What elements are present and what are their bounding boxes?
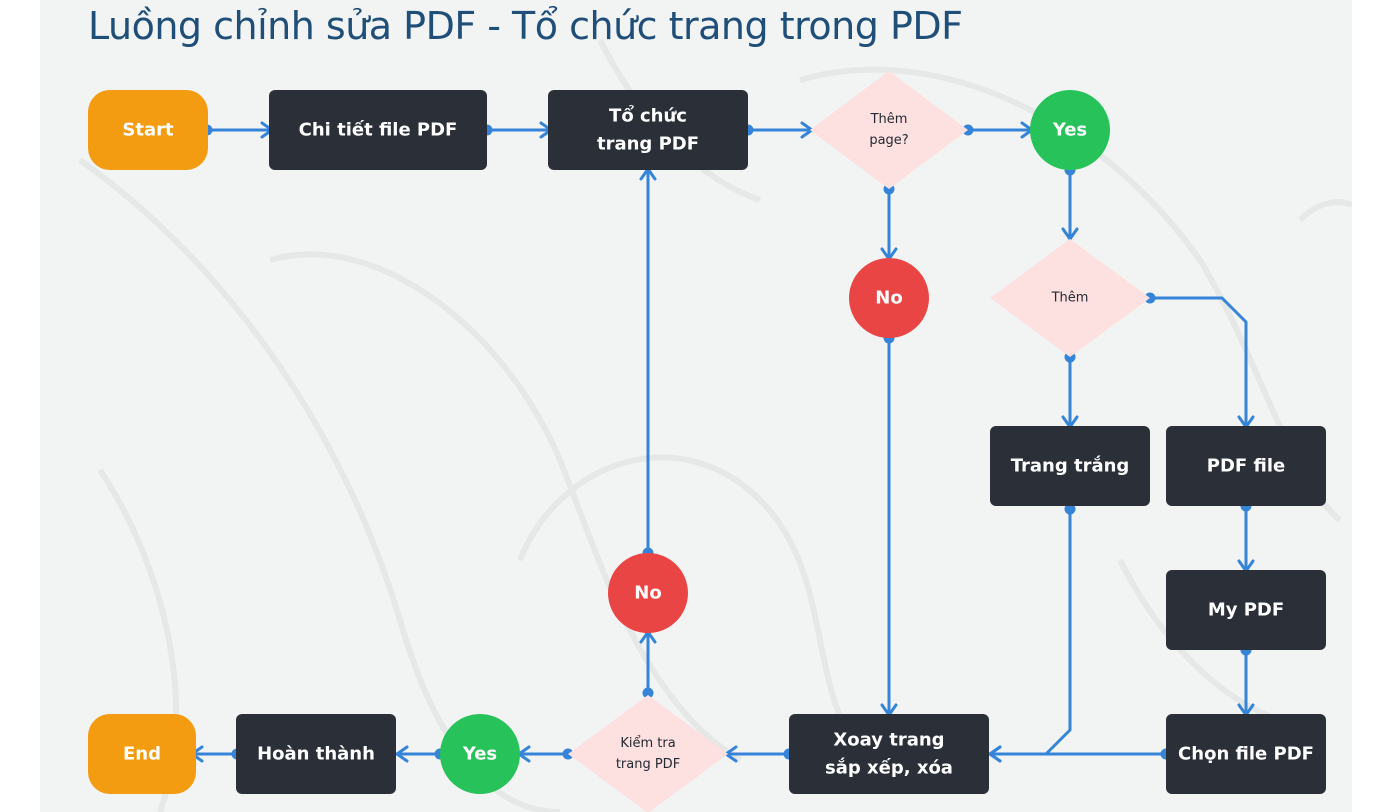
node-check: Kiểm tra trang PDF	[568, 695, 728, 812]
node-label: sắp xếp, xóa	[825, 758, 953, 779]
node-yes-top: Yes	[1030, 90, 1110, 170]
edge-blank-rotate	[988, 503, 1076, 763]
node-label: PDF file	[1207, 456, 1285, 477]
node-label: Trang trắng	[1011, 456, 1130, 477]
node-details: Chi tiết file PDF	[269, 90, 487, 170]
node-label: No	[634, 583, 661, 604]
node-blank: Trang trắng	[990, 426, 1150, 506]
node-label: Chọn file PDF	[1178, 744, 1314, 765]
edge-details-organize	[481, 121, 553, 139]
node-label: page?	[869, 133, 908, 148]
node-add-page: Thêm page?	[810, 71, 968, 189]
node-label: Hoàn thành	[257, 744, 375, 765]
nodes: Start Chi tiết file PDF Tổ chức trang PDF Th…	[88, 71, 1326, 812]
edge-yes-add	[1061, 164, 1079, 241]
node-pdf-file: PDF file	[1166, 426, 1326, 506]
node-label: trang PDF	[616, 757, 680, 772]
node-label: Xoay trang	[833, 730, 944, 751]
node-label: Start	[122, 120, 174, 141]
node-label: Yes	[462, 744, 497, 765]
node-label: Yes	[1052, 120, 1087, 141]
node-label: My PDF	[1208, 600, 1284, 621]
node-rotate: Xoay trang sắp xếp, xóa	[789, 714, 989, 794]
node-done: Hoàn thành	[236, 714, 396, 794]
edge-yes-done	[395, 745, 446, 763]
node-no-mid: No	[849, 258, 929, 338]
edge-add-blank	[1061, 351, 1079, 429]
edge-start-details	[201, 121, 274, 139]
edge-addpage-yes	[962, 121, 1034, 139]
node-label: End	[123, 744, 161, 765]
node-label: Thêm	[870, 112, 908, 127]
edge-addpage-no	[880, 183, 898, 261]
node-yes-bottom: Yes	[440, 714, 520, 794]
connector-dot	[1064, 503, 1076, 515]
node-label: Chi tiết file PDF	[299, 120, 458, 141]
node-label: Tổ chức	[609, 105, 687, 127]
node-choose-pdf: Chọn file PDF	[1166, 714, 1326, 794]
node-label: Thêm	[1051, 291, 1089, 306]
edge-check-no	[639, 630, 657, 699]
edge-organize-addpage	[742, 121, 814, 139]
node-label: Kiểm tra	[620, 736, 675, 751]
node-label: trang PDF	[597, 134, 699, 155]
node-start: Start	[88, 90, 208, 170]
page-title: Luồng chỉnh sửa PDF - Tổ chức trang tron…	[88, 4, 963, 48]
arrow-head	[395, 745, 409, 763]
edge-check-yes	[517, 745, 574, 763]
edge-pdffile-mypdf	[1237, 500, 1255, 573]
node-add: Thêm	[990, 239, 1150, 357]
arrow-head	[988, 745, 1002, 763]
edge-no-organize	[639, 167, 657, 559]
node-end: End	[88, 714, 196, 794]
node-my-pdf: My PDF	[1166, 570, 1326, 650]
edge-rotate-check	[724, 745, 795, 763]
node-label: No	[875, 288, 902, 309]
node-organize: Tổ chức trang PDF	[548, 90, 748, 170]
edge-mypdf-choose	[1237, 644, 1255, 717]
connector-dot	[642, 687, 654, 699]
edge-no-rotate	[880, 332, 898, 717]
node-no-left: No	[608, 553, 688, 633]
edge-done-end	[190, 745, 243, 763]
edge-add-pdffile	[1144, 292, 1255, 429]
